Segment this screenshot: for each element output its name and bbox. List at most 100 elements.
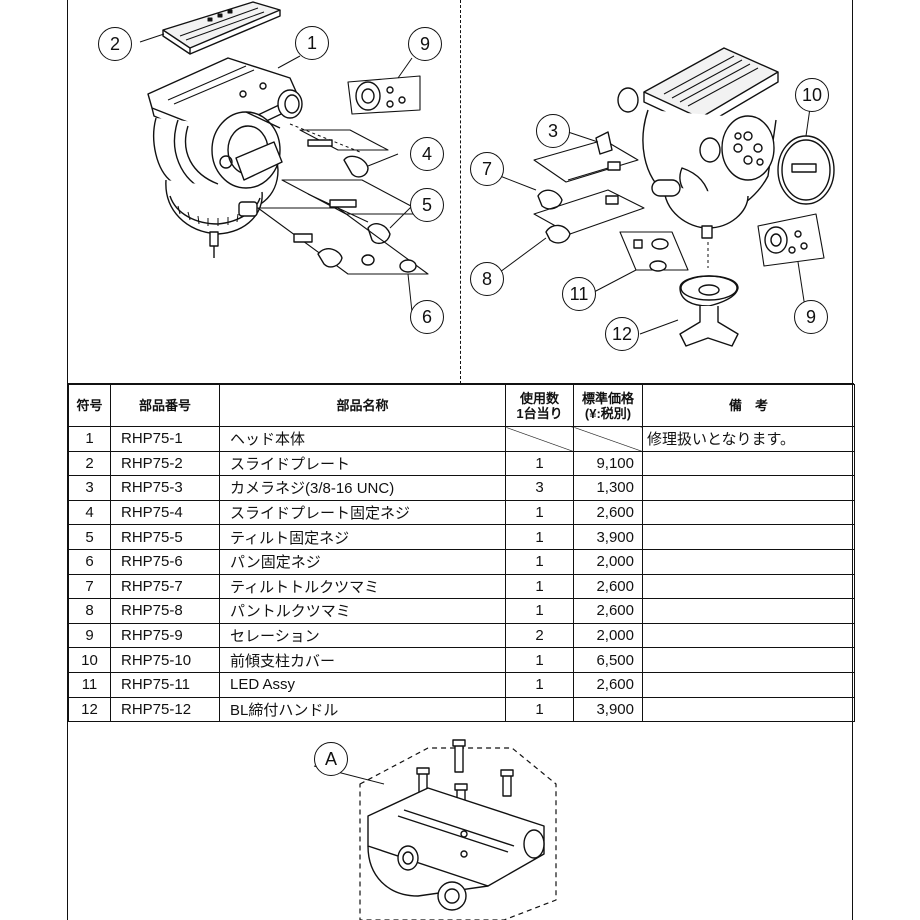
cell-name: ティルトトルクツマミ	[219, 573, 506, 600]
cell-part-no: RHP75-5	[110, 524, 220, 550]
cell-name: スライドプレート固定ネジ	[219, 499, 506, 526]
cell-part-no: RHP75-10	[110, 647, 220, 673]
cell-name: ティルト固定ネジ	[219, 524, 506, 550]
callout-10: 10	[795, 78, 829, 112]
cell-name: カメラネジ(3/8-16 UNC)	[219, 475, 506, 501]
cell-price: 2,000	[573, 622, 643, 649]
cell-remarks	[642, 598, 855, 624]
cell-no: 7	[68, 573, 111, 600]
cell-price: 6,500	[573, 647, 643, 673]
cell-no: 1	[68, 426, 111, 452]
cell-part-no: RHP75-9	[110, 622, 220, 649]
cell-price: 2,000	[573, 548, 643, 575]
cell-no: 9	[68, 622, 111, 649]
cell-remarks	[642, 548, 855, 575]
cell-name: BL締付ハンドル	[219, 696, 506, 723]
detail-a-drawing: A	[68, 726, 854, 920]
cell-price: 2,600	[573, 573, 643, 600]
left-head-drawing	[139, 1, 429, 313]
cell-part-no: RHP75-1	[110, 426, 220, 452]
callout-8: 8	[470, 262, 504, 296]
right-head-drawing	[499, 47, 835, 347]
cell-remarks	[642, 696, 855, 723]
cell-qty: 1	[505, 671, 574, 698]
cell-qty: 1	[505, 598, 574, 624]
cell-no: 12	[68, 696, 111, 723]
callout-2: 2	[98, 27, 132, 61]
callout-1: 1	[295, 26, 329, 60]
cell-no: 10	[68, 647, 111, 673]
callout-6: 6	[410, 300, 444, 334]
callout-11: 11	[562, 277, 596, 311]
cell-no: 11	[68, 671, 111, 698]
cell-name: ヘッド本体	[219, 426, 506, 452]
cell-part-no: RHP75-11	[110, 671, 220, 698]
cell-price: 3,900	[573, 696, 643, 723]
cell-price: 2,600	[573, 671, 643, 698]
cell-part-no: RHP75-2	[110, 450, 220, 477]
cell-qty: 3	[505, 475, 574, 501]
cell-part-no: RHP75-7	[110, 573, 220, 600]
parts-sheet: 1 2 9 4 5 6 3 7 8 9 10 11 12 符号 部品番号 部品名…	[67, 0, 855, 920]
exploded-diagrams: 1 2 9 4 5 6 3 7 8 9 10 11 12	[68, 0, 854, 384]
cell-price	[573, 426, 643, 452]
detail-a-svg	[313, 739, 557, 920]
callout-4: 4	[410, 137, 444, 171]
cell-no: 5	[68, 524, 111, 550]
cell-remarks	[642, 647, 855, 673]
cell-name: 前傾支柱カバー	[219, 647, 506, 673]
cell-remarks	[642, 475, 855, 501]
callout-7: 7	[470, 152, 504, 186]
cell-qty	[505, 426, 574, 452]
cell-qty: 1	[505, 548, 574, 575]
cell-remarks	[642, 671, 855, 698]
callout-5: 5	[410, 188, 444, 222]
cell-remarks: 修理扱いとなります。	[642, 426, 855, 452]
cell-part-no: RHP75-4	[110, 499, 220, 526]
cell-price: 9,100	[573, 450, 643, 477]
cell-remarks	[642, 499, 855, 526]
cell-remarks	[642, 622, 855, 649]
cell-no: 6	[68, 548, 111, 575]
cell-price: 2,600	[573, 598, 643, 624]
cell-no: 4	[68, 499, 111, 526]
cell-name: パン固定ネジ	[219, 548, 506, 575]
cell-qty: 1	[505, 450, 574, 477]
cell-price: 1,300	[573, 475, 643, 501]
exploded-view-drawing	[139, 1, 835, 347]
header-remarks: 備 考	[642, 384, 855, 427]
cell-part-no: RHP75-12	[110, 696, 220, 723]
callout-3: 3	[536, 114, 570, 148]
cell-remarks	[642, 524, 855, 550]
diagram-divider	[460, 0, 461, 384]
cell-qty: 1	[505, 573, 574, 600]
callout-a: A	[314, 742, 348, 776]
header-no: 符号	[68, 384, 111, 427]
cell-name: スライドプレート	[219, 450, 506, 477]
cell-no: 3	[68, 475, 111, 501]
cell-name: LED Assy	[219, 671, 506, 698]
cell-part-no: RHP75-6	[110, 548, 220, 575]
cell-name: セレーション	[219, 622, 506, 649]
callout-12: 12	[605, 317, 639, 351]
cell-qty: 2	[505, 622, 574, 649]
cell-price: 2,600	[573, 499, 643, 526]
cell-qty: 1	[505, 499, 574, 526]
callout-9-left: 9	[408, 27, 442, 61]
cell-part-no: RHP75-3	[110, 475, 220, 501]
header-name: 部品名称	[219, 384, 506, 427]
